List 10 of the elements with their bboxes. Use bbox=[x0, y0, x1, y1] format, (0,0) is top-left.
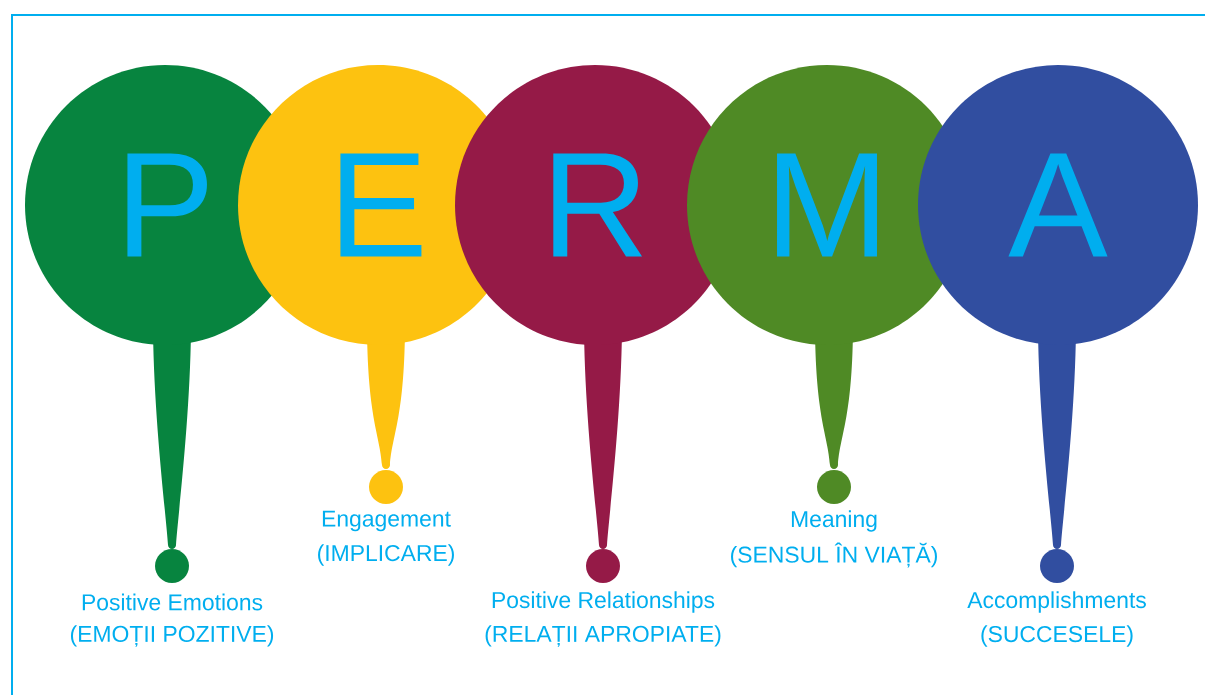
caption-text: (RELAȚII APROPIATE) bbox=[485, 625, 721, 647]
caption-text: Engagement bbox=[322, 510, 451, 532]
caption-text: Positive Emotions bbox=[82, 593, 263, 611]
caption-text: Positive Relationships bbox=[492, 591, 715, 613]
caption-text: Accomplishments bbox=[967, 591, 1146, 613]
caption-text: (SUCCESELE) bbox=[981, 625, 1133, 647]
caption-text: Meaning bbox=[791, 510, 877, 532]
caption-text: (SENSUL ÎN VIAȚĂ) bbox=[731, 542, 937, 568]
caption-text: (EMOȚII POZITIVE) bbox=[70, 625, 274, 647]
caption-text: (IMPLICARE) bbox=[318, 544, 454, 566]
